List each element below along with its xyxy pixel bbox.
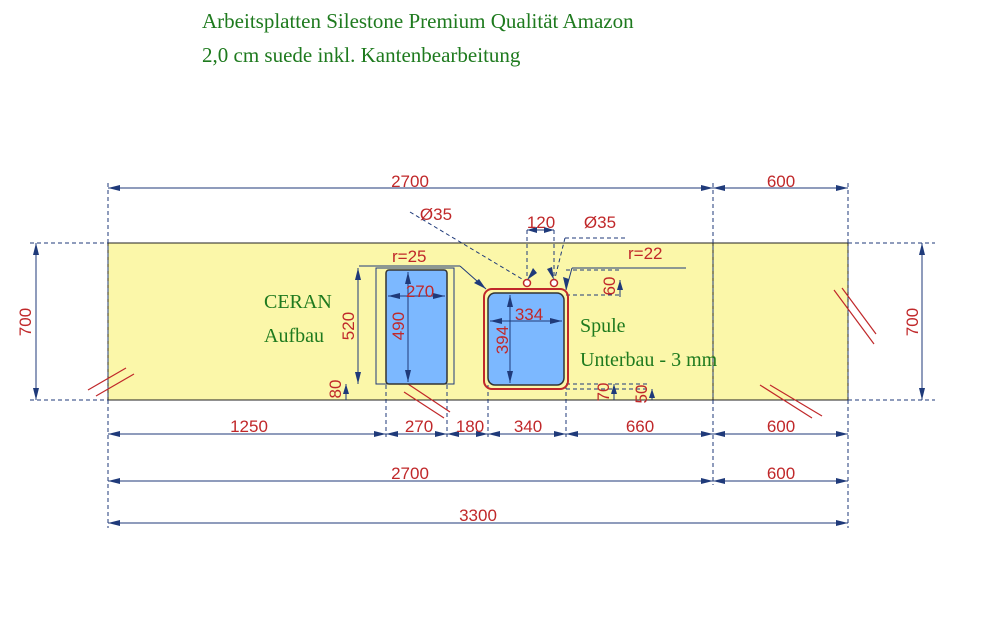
- dim-row1-e: 660: [626, 417, 654, 436]
- hob-cutout: [385, 269, 448, 385]
- dim-hob-width: 270: [406, 282, 434, 301]
- dim-hole-spacing: 120: [527, 213, 555, 232]
- dim-hob-inner-height: 490: [389, 312, 408, 340]
- dim-row1-f: 600: [767, 417, 795, 436]
- tap-hole-right: [549, 278, 559, 288]
- extension-lines: [30, 183, 935, 528]
- hob-label-1: CERAN: [264, 291, 332, 313]
- dim-sink-bottom-offset-1: 70: [594, 383, 613, 402]
- tap-hole-left: [522, 278, 532, 288]
- dim-row2-main: 2700: [391, 464, 429, 483]
- dim-row1-d: 340: [514, 417, 542, 436]
- dim-row1-c: 180: [456, 417, 484, 436]
- dim-sink-height: 394: [493, 326, 512, 354]
- sink-label-1: Spule: [580, 315, 626, 337]
- header-line-1: Arbeitsplatten Silestone Premium Qualitä…: [202, 9, 634, 33]
- dim-hob-bottom-offset: 80: [326, 380, 345, 399]
- hob-label-2: Aufbau: [264, 325, 324, 347]
- dim-total: 3300: [459, 506, 497, 525]
- dim-hole-diameter-2: Ø35: [584, 213, 616, 232]
- dim-hole-diameter-1: Ø35: [420, 205, 452, 224]
- dim-hob-height: 520: [339, 312, 358, 340]
- dim-right-height: 700: [903, 308, 922, 336]
- dim-hob-radius: r=25: [392, 247, 427, 266]
- dimension-arrows: [33, 185, 925, 526]
- sink-cutout: [487, 292, 565, 386]
- dim-row2-side: 600: [767, 464, 795, 483]
- header-line-2: 2,0 cm suede inkl. Kantenbearbeitung: [202, 43, 521, 67]
- dim-sink-width: 334: [515, 305, 543, 324]
- dim-top-main: 2700: [391, 172, 429, 191]
- sink-outer-outline: [483, 288, 569, 390]
- dim-row1-b: 270: [405, 417, 433, 436]
- dim-top-side: 600: [767, 172, 795, 191]
- dim-sink-top-offset: 60: [600, 277, 619, 296]
- sink-label-2: Unterbau - 3 mm: [580, 349, 718, 371]
- wall-hatch-marks: [87, 287, 877, 419]
- dim-left-height: 700: [16, 308, 35, 336]
- dim-sink-radius: r=22: [628, 244, 663, 263]
- dim-row1-a: 1250: [230, 417, 268, 436]
- dim-sink-bottom-offset-2: 50: [632, 385, 651, 404]
- worktop-side: [712, 242, 849, 401]
